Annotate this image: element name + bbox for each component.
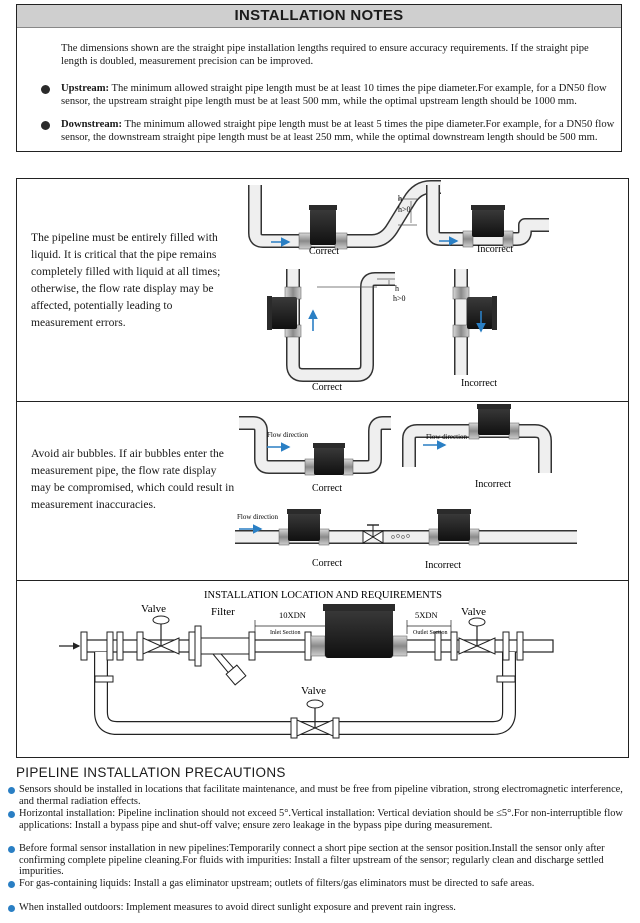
correct-vertical-diagram: [267, 269, 395, 382]
sensor-icon: [310, 604, 408, 658]
inlet-dimension: 10XDN: [279, 610, 306, 620]
h-gt-zero-label: h>0: [398, 205, 411, 214]
incorrect-label: Incorrect: [425, 560, 461, 571]
downstream-text: The minimum allowed straight pipe length…: [61, 119, 615, 143]
notes-intro: The dimensions shown are the straight pi…: [61, 43, 589, 67]
incorrect-label: Incorrect: [477, 244, 513, 255]
sensor-icon: [310, 209, 336, 245]
bullet-dot: [8, 905, 15, 912]
full-pipe-note: The pipeline must be entirely filled wit…: [31, 231, 221, 329]
installation-location-diagram: INSTALLATION LOCATION AND REQUIREMENTS: [59, 590, 554, 739]
precaution-item: Before formal sensor installation in new…: [8, 843, 628, 878]
correct-label: Correct: [312, 483, 342, 494]
valve-icon: [290, 699, 340, 739]
bullet-dot: [8, 811, 15, 818]
panel-divider: [17, 580, 628, 581]
sensor-icon: [271, 297, 297, 329]
incorrect-high-point-diagram: [402, 404, 552, 473]
incorrect-vertical-diagram: [452, 269, 497, 375]
full-pipe-diagrams: h h>0 Correct Incorrect h h>0: [248, 180, 549, 393]
incorrect-label: Incorrect: [475, 479, 511, 490]
sensor-icon: [314, 447, 344, 475]
sensor-icon: [472, 209, 504, 237]
upstream-text: The minimum allowed straight pipe length…: [61, 83, 607, 107]
precaution-item: Sensors should be installed in locations…: [8, 784, 628, 807]
h-gt-zero-label: h>0: [393, 294, 406, 303]
sensor-icon: [478, 407, 510, 435]
upstream-label: Upstream:: [61, 83, 110, 94]
valve-label: Valve: [461, 606, 486, 618]
bullet-dot: [8, 787, 15, 794]
inlet-section-label: Inlet Section: [270, 630, 301, 636]
correct-low-point-diagram: [239, 416, 391, 476]
filter-icon: [200, 637, 250, 686]
incorrect-horizontal-diagram: [426, 185, 549, 248]
installation-notes-box: INSTALLATION NOTES The dimensions shown …: [16, 4, 622, 152]
flow-direction-label: Flow direction: [237, 513, 279, 521]
bullet-dot: [8, 846, 15, 853]
correct-label: Correct: [312, 382, 342, 393]
precaution-item: When installed outdoors: Implement measu…: [8, 902, 628, 914]
air-bubble-note: Avoid air bubbles. If air bubbles enter …: [31, 447, 235, 511]
downstream-label: Downstream:: [61, 119, 123, 130]
air-bubble-diagrams: Flow direction Correct Flow direction In…: [235, 404, 577, 571]
downstream-note: Downstream: The minimum allowed straight…: [61, 118, 617, 144]
correct-label: Correct: [312, 558, 342, 569]
sensor-icon: [467, 297, 493, 329]
precaution-item: Horizontal installation: Pipeline inclin…: [8, 808, 628, 831]
bullet-dot: [41, 85, 50, 94]
flow-direction-label: Flow direction: [426, 433, 468, 441]
notes-title: INSTALLATION NOTES: [234, 7, 404, 24]
valve-label: Valve: [301, 685, 326, 697]
valve-icon: [458, 617, 496, 655]
outlet-dimension: 5XDN: [415, 610, 438, 620]
h-label: h: [395, 284, 399, 293]
bullet-dot: [8, 881, 15, 888]
sensor-icon: [438, 513, 470, 541]
valve-position-diagram: [235, 509, 577, 546]
outlet-section-label: Outlet Section: [413, 630, 448, 636]
correct-label: Correct: [309, 246, 339, 257]
incorrect-label: Incorrect: [461, 378, 497, 389]
diagram-frame: The pipeline must be entirely filled wit…: [16, 178, 629, 758]
upstream-note: Upstream: The minimum allowed straight p…: [61, 82, 617, 108]
flow-direction-label: Flow direction: [267, 431, 309, 439]
filter-label: Filter: [211, 606, 235, 618]
valve-label: Valve: [141, 603, 166, 615]
bullet-dot: [41, 121, 50, 130]
notes-title-bar: INSTALLATION NOTES: [17, 5, 621, 28]
installation-location-title: INSTALLATION LOCATION AND REQUIREMENTS: [204, 590, 442, 601]
h-label: h: [398, 194, 402, 203]
sensor-icon: [288, 513, 320, 541]
correct-horizontal-diagram: [248, 180, 441, 250]
valve-icon: [142, 615, 180, 655]
precaution-item: For gas-containing liquids: Install a ga…: [8, 878, 628, 890]
precautions-title: PIPELINE INSTALLATION PRECAUTIONS: [16, 765, 286, 780]
panel-divider: [17, 401, 628, 402]
